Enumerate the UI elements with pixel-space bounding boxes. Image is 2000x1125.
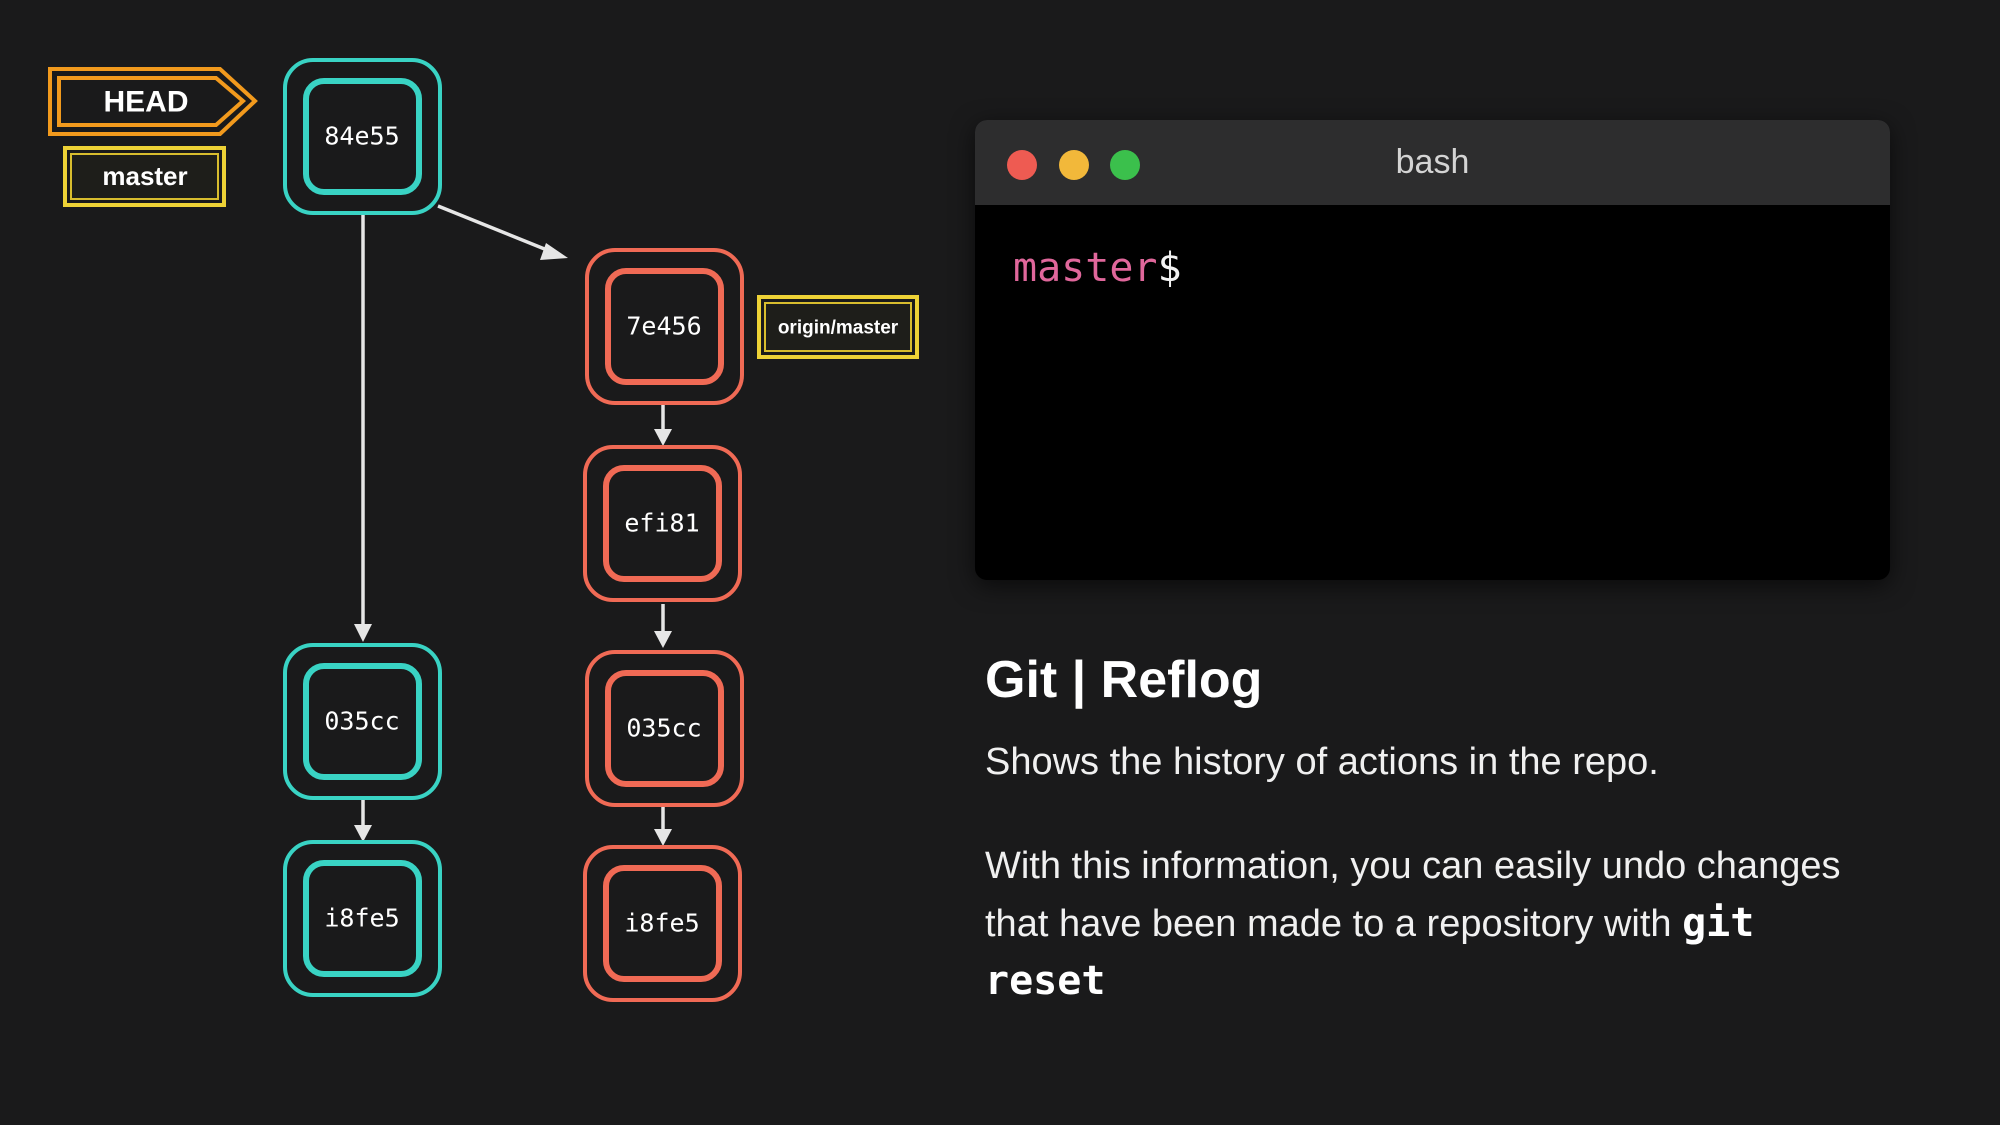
close-window-button[interactable] [1007, 150, 1037, 180]
commit-hash: i8fe5 [624, 909, 699, 938]
commit-hash: i8fe5 [324, 904, 399, 933]
master-ref-tag: master [63, 146, 226, 207]
edge-local-1-head [354, 624, 372, 642]
edge-branch [437, 204, 553, 254]
commit-node-i8fe5-local: i8fe5 [283, 840, 442, 997]
commit-node-i8fe5-remote: i8fe5 [583, 845, 742, 1002]
commit-hash: 035cc [324, 707, 399, 736]
commit-node-84e55: 84e55 [283, 58, 442, 215]
commit-hash: efi81 [624, 509, 699, 538]
commit-node-035cc-local: 035cc [283, 643, 442, 800]
info-title: Git | Reflog [985, 651, 1263, 709]
commit-node-7e456: 7e456 [585, 248, 744, 405]
terminal-titlebar[interactable]: bash [975, 120, 1890, 205]
commit-hash: 84e55 [324, 122, 399, 151]
commit-node-035cc-remote: 035cc [585, 650, 744, 807]
origin-master-ref-label: origin/master [778, 318, 899, 339]
info-panel: Git | Reflog Shows the history of action… [985, 650, 1885, 1011]
edge-remote-1-head [654, 429, 672, 446]
master-ref-label: master [102, 161, 187, 191]
edge-local-2-head [354, 825, 372, 842]
info-body-text: With this information, you can easily un… [985, 844, 1841, 945]
edge-branch-head [540, 243, 568, 260]
graph-edges [354, 204, 672, 846]
prompt-symbol: $ [1157, 245, 1182, 291]
maximize-window-button[interactable] [1110, 150, 1140, 180]
minimize-window-button[interactable] [1059, 150, 1089, 180]
prompt-branch: master [1013, 245, 1158, 291]
head-ref-tag: HEAD [48, 67, 258, 136]
edge-remote-2-head [654, 631, 672, 648]
info-body: With this information, you can easily un… [985, 838, 1885, 1011]
commit-hash: 035cc [626, 714, 701, 743]
terminal-title: bash [1395, 143, 1470, 181]
commit-node-efi81: efi81 [583, 445, 742, 602]
head-ref-label: HEAD [103, 86, 188, 119]
info-description: Shows the history of actions in the repo… [985, 741, 1659, 783]
edge-remote-3-head [654, 829, 672, 846]
commit-hash: 7e456 [626, 312, 701, 341]
info-command: git reset [985, 899, 1755, 1004]
terminal-body[interactable]: master$ [975, 205, 1890, 331]
origin-master-ref-tag: origin/master [757, 295, 919, 359]
terminal-window[interactable]: bash master$ [975, 120, 1890, 580]
